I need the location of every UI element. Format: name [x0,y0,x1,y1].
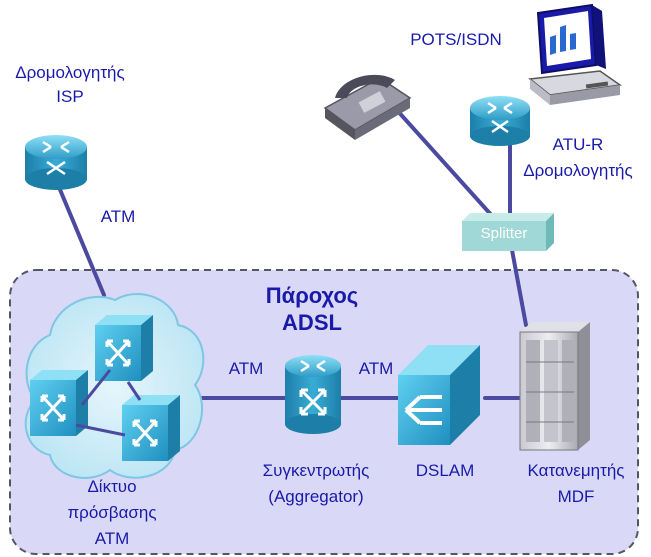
mdf-label-line2: MDF [558,487,595,506]
pots-isdn-label: POTS/ISDN [410,30,502,49]
provider-title-line1: Πάροχος [266,283,358,308]
mdf-label-line1: Κατανεμητής [528,461,625,480]
atu-r-label-line1: ATU-R [553,135,604,154]
mdf-icon [519,322,590,451]
telephone-icon [323,74,412,140]
atm-link-label-left: ATM [229,359,264,378]
network-links [54,106,528,400]
provider-title-line2: ADSL [282,310,342,335]
atm-switch-icon [30,315,180,461]
aggregator-router-icon [285,355,341,434]
dslam-icon [398,345,480,445]
atm-link-label-top: ATM [101,207,136,226]
aggregator-label-line1: Συγκεντρωτής [263,461,370,480]
link-isp-cloud [54,178,106,297]
atu-r-router-icon [470,96,530,146]
atm-link-label-right: ATM [359,359,394,378]
access-network-label-line2: πρόσβασης [67,503,156,522]
splitter-icon [462,213,554,251]
aggregator-label-line2: (Aggregator) [268,487,363,506]
access-network-label-line1: Δίκτυο [87,477,136,496]
isp-router-icon [25,135,87,190]
atu-r-label-line2: Δρομολογητής [523,161,632,180]
computer-icon [528,3,622,105]
splitter-label: Splitter [481,225,528,242]
isp-router-label-line2: ISP [56,87,83,106]
isp-router-label-line1: Δρομολογητής [15,63,124,82]
access-network-label-line3: ATM [95,529,130,548]
link-mdf-splitter [510,248,528,327]
dslam-label: DSLAM [416,461,475,480]
link-splitter-phone [393,106,496,220]
